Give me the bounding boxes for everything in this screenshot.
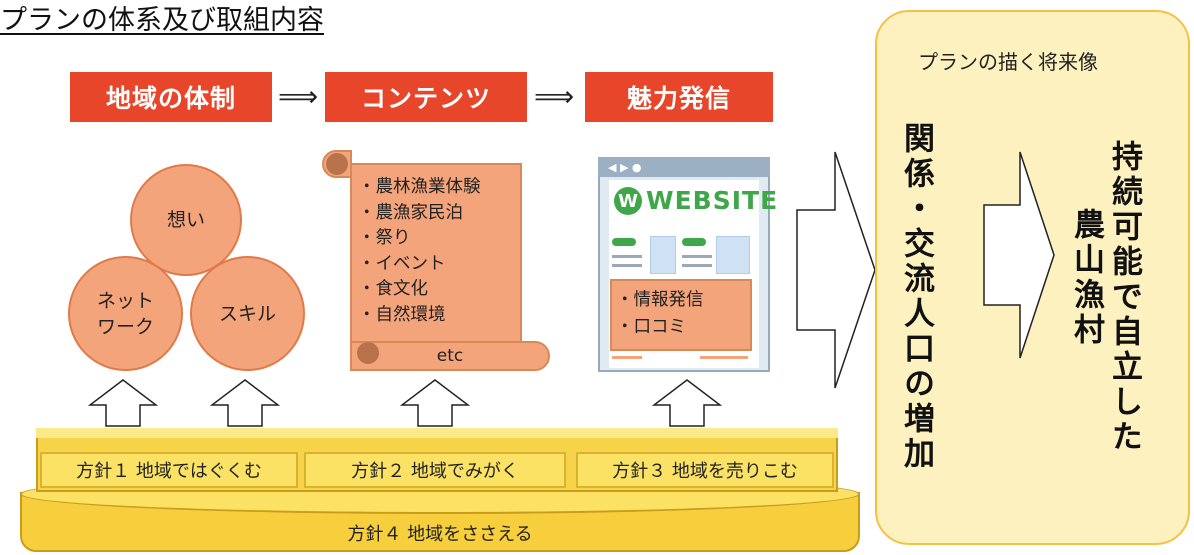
green-bar-decoration (612, 238, 636, 246)
header-organization: 地域の体制 (70, 72, 272, 122)
contents-item: ・自然環境 (358, 304, 446, 325)
text-line-decoration (700, 356, 748, 359)
circle-skill: スキル (190, 256, 305, 371)
website-item: ・口コミ (616, 317, 686, 337)
circle-thoughts-label: 想い (166, 209, 205, 231)
text-line-decoration (612, 356, 642, 359)
contents-item: ・祭り (358, 228, 411, 248)
future-panel-title: プランの描く将来像 (918, 50, 1098, 74)
circle-network-label-2: ワーク (96, 315, 154, 338)
text-line-decoration (612, 255, 642, 258)
contents-etc: etc (436, 346, 464, 366)
up-arrow-icon (210, 379, 280, 427)
contents-item: ・イベント (358, 253, 446, 274)
page-title: プランの体系及び取組内容 (0, 5, 324, 36)
text-line-decoration (682, 255, 712, 258)
contents-item: ・食文化 (358, 279, 428, 299)
text-line-decoration (682, 264, 712, 267)
image-placeholder-decoration (716, 236, 750, 274)
website-logo-icon: W (614, 187, 642, 215)
policy-2: 方針２ 地域でみがく (304, 452, 566, 488)
up-arrow-icon (652, 379, 722, 427)
scroll-bottom-curl: etc (350, 341, 550, 371)
scroll-roll-icon (357, 342, 379, 364)
up-arrow-icon (400, 379, 470, 427)
header-arrow-2: ⟹ (534, 80, 575, 113)
browser-bar: ◀ ▶ ● (598, 157, 770, 177)
image-placeholder-decoration (650, 236, 676, 274)
website-info-box: ・情報発信 ・口コミ (610, 279, 752, 351)
text-line-decoration (612, 264, 642, 267)
green-bar-decoration (682, 238, 706, 246)
policy-platform-highlight (36, 428, 838, 438)
policy-1: 方針１ 地域ではぐくむ (40, 452, 298, 488)
contents-scroll: ・農林漁業体験 ・農漁家民泊 ・祭り ・イベント ・食文化 ・自然環境 (350, 163, 522, 359)
header-attraction: 魅力発信 (585, 72, 773, 122)
website-item: ・情報発信 (616, 290, 704, 310)
header-contents: コンテンツ (325, 72, 527, 122)
future-left-text: 関係・交流人口の増加 (898, 122, 934, 472)
big-right-arrow-icon (796, 151, 876, 389)
circle-network-label-1: ネット (96, 289, 154, 312)
contents-item: ・農漁家民泊 (358, 202, 463, 223)
future-arrow-icon (983, 151, 1055, 359)
circle-network: ネット ワーク (68, 256, 183, 371)
future-right-text-2: 農山漁村 (1068, 208, 1104, 348)
browser-nav-icon: ◀ ▶ ● (608, 160, 642, 174)
website-logo-text: WEBSITE (646, 186, 779, 215)
circle-thoughts: 想い (130, 164, 242, 276)
header-arrow-1: ⟹ (278, 80, 319, 113)
policy-3: 方針３ 地域を売りこむ (576, 452, 834, 488)
circle-skill-label: スキル (218, 302, 276, 325)
policy-4: 方針４ 地域をささえる (347, 524, 533, 545)
contents-item: ・農林漁業体験 (358, 177, 481, 197)
scroll-roll-top-icon (326, 153, 348, 175)
up-arrow-icon (88, 379, 158, 427)
future-right-text-1: 持続可能で自立した (1106, 140, 1142, 455)
